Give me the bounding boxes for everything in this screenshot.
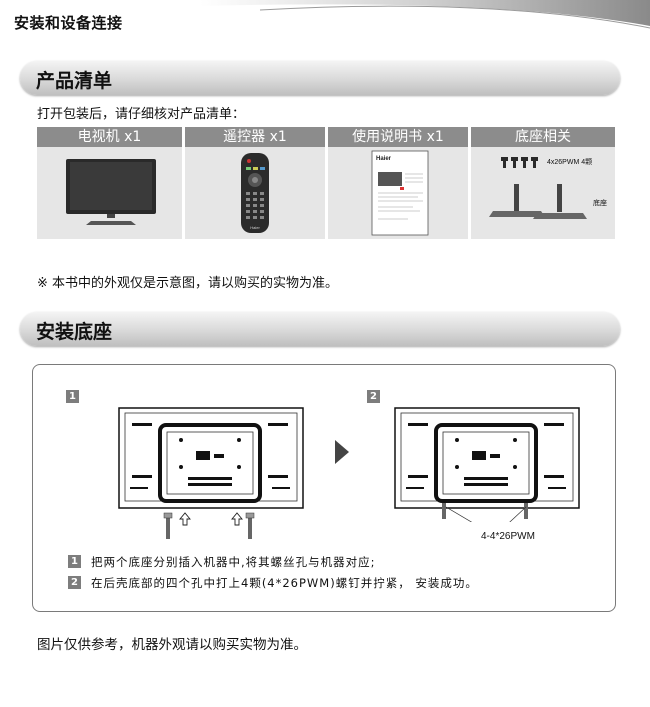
page-title: 安装和设备连接 xyxy=(14,14,123,32)
tv-icon xyxy=(66,159,156,225)
step-1-text: 把两个底座分别插入机器中,将其螺丝孔与机器对应; xyxy=(91,555,376,569)
stand-foot-icon xyxy=(489,184,587,219)
product-cell-base: 底座相关 4x26PWM 4颗 底座 xyxy=(471,127,615,239)
section-header-products: 产品清单 xyxy=(20,61,620,95)
product-cell-remote: 遥控器 x1 Haier xyxy=(185,127,325,239)
product-intro: 打开包装后，请仔细核对产品清单： xyxy=(37,107,246,122)
product-label: 电视机 x1 xyxy=(37,127,182,147)
install-instructions-box: 1 2 xyxy=(32,364,616,612)
tv-back-diagram-step2 xyxy=(394,407,580,522)
next-arrow-icon xyxy=(335,440,349,464)
remote-control-icon: Haier xyxy=(241,153,269,233)
stand-post-icon xyxy=(163,512,255,539)
step-1-badge: 1 xyxy=(66,390,79,403)
tv-back-diagram-step1 xyxy=(118,407,304,539)
manual-brand: Haier xyxy=(376,156,392,162)
up-arrow-icon xyxy=(179,512,243,526)
manual-icon: Haier xyxy=(371,150,429,236)
disclaimer-note: ※ 本书中的外观仅是示意图，请以购买的实物为准。 xyxy=(37,276,339,291)
remote-brand: Haier xyxy=(250,225,260,230)
section-header-install: 安装底座 xyxy=(20,312,620,346)
screw-icon xyxy=(501,157,538,168)
product-cell-manual: 使用说明书 x1 Haier xyxy=(328,127,468,239)
product-label: 遥控器 x1 xyxy=(185,127,325,147)
step-2-text: 在后壳底部的四个孔中打上4颗(4*26PWM)螺钉并拧紧， 安装成功。 xyxy=(91,576,478,590)
product-table: 电视机 x1 遥控器 x1 Haier 使用说明书 x1 xyxy=(37,127,615,239)
footer-note: 图片仅供参考，机器外观请以购买实物为准。 xyxy=(37,637,307,653)
base-label: 底座 xyxy=(593,198,607,207)
product-label: 底座相关 xyxy=(471,127,615,147)
section-title: 产品清单 xyxy=(36,70,113,92)
stand-post-icon xyxy=(442,503,528,519)
step-2-badge: 2 xyxy=(68,576,81,589)
screw-label: 4x26PWM 4颗 xyxy=(547,158,592,166)
stand-parts-icon: 4x26PWM 4颗 底座 xyxy=(489,157,607,219)
product-cell-tv: 电视机 x1 xyxy=(37,127,182,239)
header-decoration xyxy=(200,0,650,29)
product-label: 使用说明书 x1 xyxy=(328,127,468,147)
step-2-badge: 2 xyxy=(367,390,380,403)
section-title: 安装底座 xyxy=(36,321,113,343)
step-1-badge: 1 xyxy=(68,555,81,568)
screw-callout: 4-4*26PWM xyxy=(481,531,535,542)
